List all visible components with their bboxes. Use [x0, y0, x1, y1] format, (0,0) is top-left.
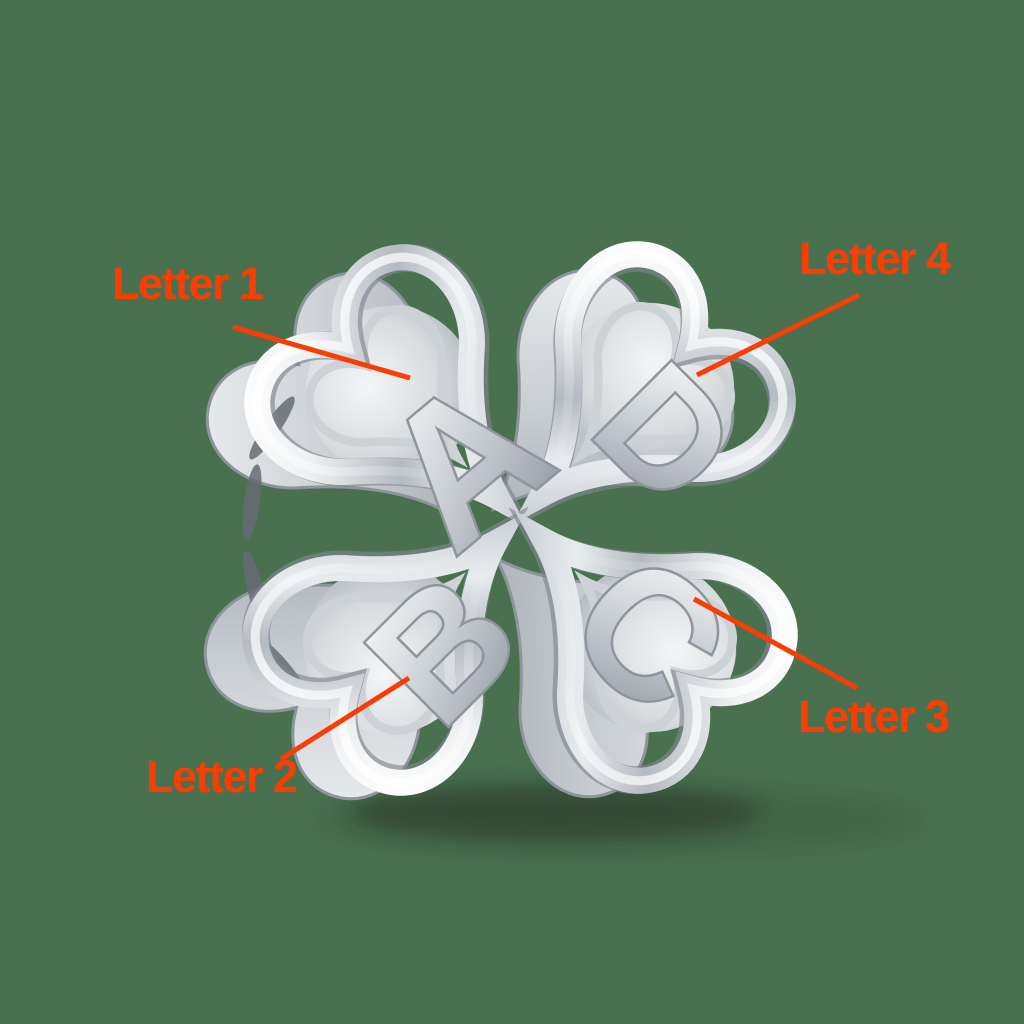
letter-3-label: Letter 3: [798, 691, 950, 742]
clover-hearts: [230, 230, 809, 807]
heart-bottom-right: [458, 455, 809, 806]
heart-bottom-left: [230, 456, 581, 807]
heart-top-right: [457, 230, 808, 581]
letter-4-line: [695, 292, 861, 378]
letter-2-label: Letter 2: [146, 751, 298, 802]
heart-top-left: [233, 232, 584, 583]
letter-4-label: Letter 4: [799, 233, 951, 284]
letter-3-line: [692, 596, 859, 691]
charm-shadow: [310, 784, 930, 854]
letter-1-label: Letter 1: [112, 258, 264, 309]
annotation-lines: [232, 292, 861, 762]
letter-1-line: [232, 324, 411, 381]
letter-2-line: [279, 675, 411, 762]
